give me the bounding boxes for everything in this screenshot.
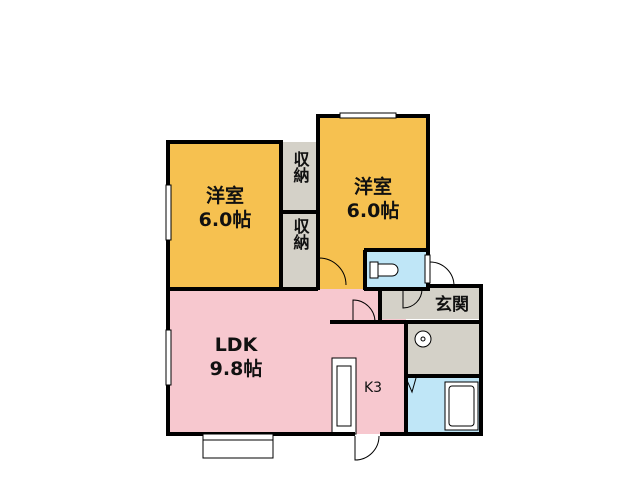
- door-swings: [318, 257, 455, 461]
- western-1-name: 洋室: [206, 184, 244, 207]
- closet-upper: [282, 142, 318, 211]
- storage-lower-label: 収納: [291, 218, 310, 251]
- entrance-area: [381, 287, 481, 319]
- closet-lower: [282, 214, 318, 287]
- kitchen-sink: [336, 365, 352, 427]
- storage-upper-label: 収納: [291, 151, 310, 184]
- room-ldk: [170, 289, 406, 434]
- washroom: [406, 323, 481, 376]
- entrance-label: 玄関: [435, 294, 469, 315]
- ldk-size: 9.8帖: [210, 357, 263, 380]
- windows: [165, 112, 431, 459]
- western-2-size: 6.0帖: [347, 199, 400, 222]
- western-1-size: 6.0帖: [199, 208, 252, 231]
- toilet-fixture: [369, 261, 399, 279]
- room-western-1: [170, 142, 280, 289]
- kitchen-label: K3: [364, 380, 382, 396]
- bathtub: [444, 381, 479, 431]
- ldk-name: LDK: [215, 334, 259, 356]
- washbasin-fixture: [414, 330, 432, 348]
- western-2-name: 洋室: [354, 175, 392, 198]
